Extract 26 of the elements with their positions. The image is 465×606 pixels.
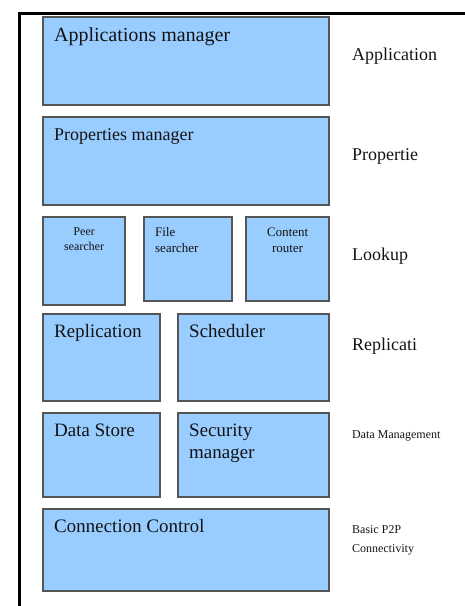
box-label: Replication bbox=[54, 321, 143, 343]
layer-box bbox=[42, 508, 330, 592]
box-label: File searcher bbox=[155, 224, 200, 256]
box-label: Data Store bbox=[54, 420, 136, 442]
layer-label: Propertie bbox=[352, 143, 418, 166]
box-label: Applications manager bbox=[54, 24, 232, 47]
layer-box bbox=[143, 216, 233, 302]
layer-box bbox=[42, 16, 330, 106]
box-label: Content router bbox=[266, 224, 310, 256]
layer-box bbox=[42, 116, 330, 206]
layer-label: Lookup bbox=[352, 243, 408, 266]
layer-box bbox=[245, 216, 330, 302]
layer-box bbox=[42, 412, 161, 498]
box-label: Connection Control bbox=[54, 516, 206, 538]
layer-label: Application bbox=[352, 43, 437, 66]
layer-label: Replicati bbox=[352, 333, 417, 356]
box-label: Properties manager bbox=[54, 124, 194, 145]
layer-box bbox=[42, 216, 126, 306]
layer-box bbox=[42, 313, 161, 402]
layer-box bbox=[177, 412, 330, 498]
box-label: Peer searcher bbox=[63, 224, 105, 254]
box-label: Scheduler bbox=[189, 321, 266, 343]
box-label: Security manager bbox=[189, 420, 256, 464]
layer-box bbox=[177, 313, 330, 402]
layer-label: Basic P2P Connectivity bbox=[352, 521, 415, 558]
layer-label: Data Management bbox=[352, 426, 440, 443]
